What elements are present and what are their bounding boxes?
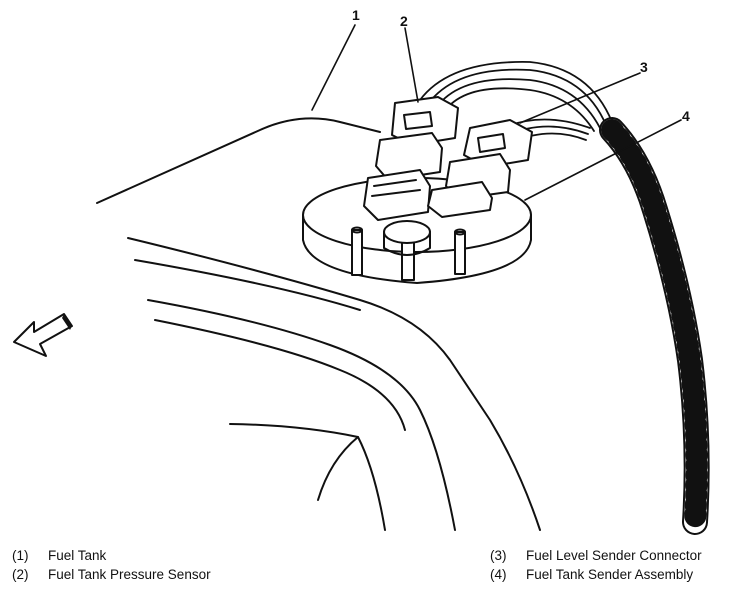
legend-label: Fuel Tank Sender Assembly xyxy=(526,567,694,582)
legend-label: Fuel Level Sender Connector xyxy=(526,548,702,563)
sender-assembly-flange xyxy=(302,177,532,284)
legend-number: (3) xyxy=(490,548,507,563)
legend-number: (4) xyxy=(490,567,507,582)
pressure-sensor-connector xyxy=(363,96,459,221)
wire-conduit xyxy=(599,117,710,535)
legend-item: (2) Fuel Tank Pressure Sensor xyxy=(12,565,211,584)
arrow-forward-icon xyxy=(13,313,73,357)
leader-line-1 xyxy=(311,24,356,111)
callout-1: 1 xyxy=(352,7,360,23)
legend-left: (1) Fuel Tank (2) Fuel Tank Pressure Sen… xyxy=(12,546,211,584)
callout-4: 4 xyxy=(682,108,690,124)
leader-line-4 xyxy=(524,119,682,201)
leader-lines xyxy=(311,24,682,201)
legend-label: Fuel Tank Pressure Sensor xyxy=(48,567,211,582)
legend-right: (3) Fuel Level Sender Connector (4) Fuel… xyxy=(490,546,702,584)
level-sender-connector xyxy=(427,119,533,218)
legend-item: (1) Fuel Tank xyxy=(12,546,211,565)
callout-2: 2 xyxy=(400,13,408,29)
fuel-tank-body xyxy=(96,117,541,531)
legend-number: (1) xyxy=(12,548,29,563)
legend-label: Fuel Tank xyxy=(48,548,107,563)
leader-line-3 xyxy=(519,72,641,124)
legend-item: (4) Fuel Tank Sender Assembly xyxy=(490,565,702,584)
leader-line-2 xyxy=(404,27,419,103)
legend-number: (2) xyxy=(12,567,29,582)
fuel-tank-diagram: 1 2 3 4 xyxy=(13,7,710,535)
callout-3: 3 xyxy=(640,59,648,75)
legend-item: (3) Fuel Level Sender Connector xyxy=(490,546,702,565)
